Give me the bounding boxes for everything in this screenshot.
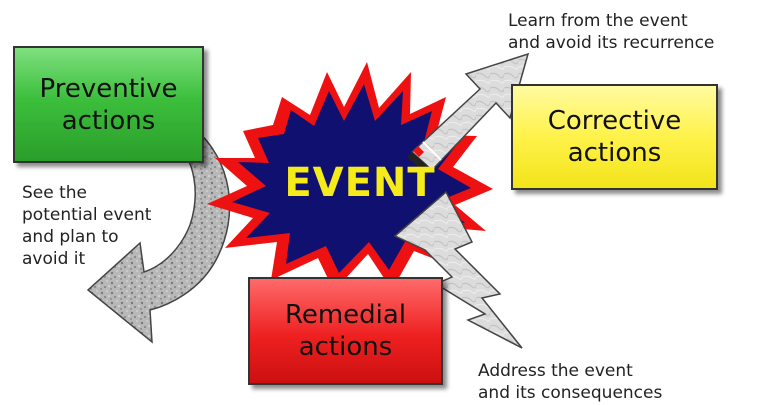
remedial-note-line: and its consequences [478, 383, 663, 403]
preventive-actions-box: Preventive actions [13, 46, 204, 163]
corrective-actions-box: Corrective actions [511, 84, 718, 190]
preventive-title-line1: Preventive [39, 73, 178, 104]
preventive-note-line: potential event [22, 205, 152, 225]
corrective-title-line1: Corrective [547, 106, 682, 136]
remedial-actions-box: Remedial actions [248, 277, 443, 385]
preventive-note: See the potential event and plan to avoi… [22, 182, 151, 270]
remedial-note-line: Address the event [478, 361, 633, 381]
corrective-arrow [407, 52, 530, 175]
remedial-title-line1: Remedial [284, 300, 407, 330]
preventive-title-line2: actions [61, 105, 156, 136]
corrective-title-line2: actions [567, 138, 662, 168]
corrective-note: Learn from the event and avoid its recur… [508, 10, 714, 54]
corrective-note-line: Learn from the event [508, 11, 688, 31]
event-label: EVENT [284, 160, 435, 206]
preventive-note-line: avoid it [22, 249, 86, 269]
preventive-note-line: and plan to [22, 227, 119, 247]
corrective-note-line: and avoid its recurrence [508, 33, 715, 53]
remedial-note: Address the event and its consequences [478, 360, 662, 404]
preventive-note-line: See the [22, 183, 88, 203]
remedial-lightning-bolt [393, 190, 523, 349]
remedial-title-line2: actions [298, 332, 393, 362]
